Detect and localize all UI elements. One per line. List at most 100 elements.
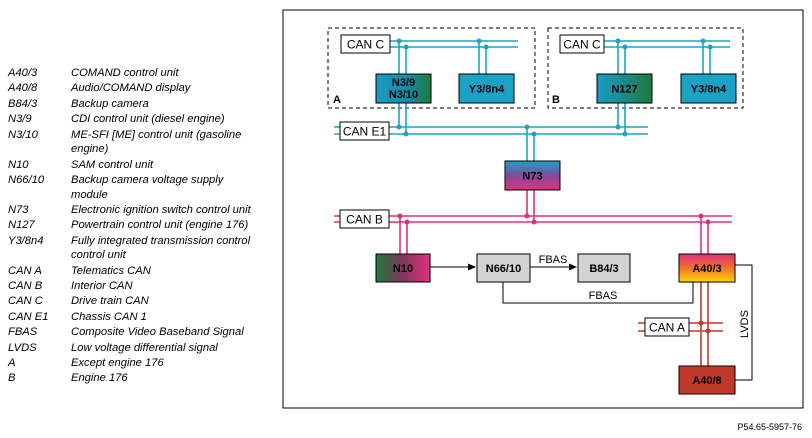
legend-description: Chassis CAN 1 bbox=[71, 310, 147, 323]
unit-a40-8: A40/8 bbox=[678, 365, 736, 395]
can-c-left-nodes bbox=[396, 38, 489, 50]
legend-code: CAN A bbox=[8, 264, 42, 277]
signal-lines bbox=[430, 264, 753, 381]
can-e1-nodes bbox=[396, 124, 628, 137]
unit-n127: N127 bbox=[596, 73, 653, 104]
svg-text:A40/8: A40/8 bbox=[692, 375, 721, 387]
legend-description: CDI control unit (diesel engine) bbox=[71, 113, 225, 126]
legend-row: N73 Electronic ignition switch control un… bbox=[8, 203, 258, 218]
legend-row: CAN E1 Chassis CAN 1 bbox=[8, 310, 258, 325]
svg-text:CAN E1: CAN E1 bbox=[343, 125, 387, 139]
svg-text:A40/3: A40/3 bbox=[692, 263, 721, 275]
svg-text:CAN C: CAN C bbox=[563, 38, 601, 52]
legend-description: Engine 176 bbox=[71, 372, 128, 385]
legend-code: CAN C bbox=[8, 295, 43, 308]
legend-description: Backup camera bbox=[71, 97, 149, 110]
legend-row: CAN C Drive train CAN bbox=[8, 294, 258, 309]
svg-text:N127: N127 bbox=[611, 84, 637, 96]
fbas-label-top: FBAS bbox=[539, 254, 568, 266]
legend-row: N10 SAM control unit bbox=[8, 158, 258, 173]
unit-n73: N73 bbox=[504, 160, 561, 191]
legend-code: CAN B bbox=[8, 280, 43, 293]
group-a-label: A bbox=[333, 94, 341, 106]
legend-row: B84/3 Backup camera bbox=[8, 97, 258, 112]
legend-row: Y3/8n4 Fully integrated transmission cont… bbox=[8, 234, 258, 263]
legend-code: A bbox=[8, 357, 16, 370]
svg-text:CAN A: CAN A bbox=[649, 321, 685, 335]
can-c-right-label: CAN C bbox=[559, 34, 605, 54]
can-c-left-bus bbox=[390, 40, 518, 74]
legend-description: Drive train CAN bbox=[71, 295, 149, 308]
unit-a40-3: A40/3 bbox=[678, 253, 736, 283]
can-b-label: CAN B bbox=[339, 209, 390, 229]
legend-row: A40/8 Audio/COMAND display bbox=[8, 81, 258, 96]
reference-number: P54.65-5957-76 bbox=[737, 422, 802, 432]
legend-code: N3/9 bbox=[8, 113, 32, 126]
legend-description: ME-SFI [ME] control unit (gasoline engin… bbox=[71, 128, 242, 156]
legend-description: Except engine 176 bbox=[71, 357, 164, 370]
legend-description: Low voltage differential signal bbox=[71, 341, 218, 354]
legend-description: Telematics CAN bbox=[71, 264, 151, 277]
diagram-frame bbox=[282, 9, 804, 409]
svg-text:N73: N73 bbox=[522, 171, 542, 183]
legend-code: N73 bbox=[8, 203, 29, 216]
arrow-to-n66-icon bbox=[468, 263, 476, 271]
unit-n66-10: N66/10 bbox=[476, 253, 531, 283]
legend-description: COMAND control unit bbox=[71, 67, 179, 79]
legend-code: B bbox=[8, 372, 16, 385]
svg-text:N3/10: N3/10 bbox=[389, 89, 418, 101]
svg-text:CAN B: CAN B bbox=[346, 213, 383, 227]
legend-code: A40/8 bbox=[8, 82, 38, 95]
legend-description: SAM control unit bbox=[71, 158, 154, 171]
svg-text:CAN C: CAN C bbox=[347, 38, 385, 52]
unit-y3-right: Y3/8n4 bbox=[680, 73, 737, 104]
legend-row: CAN A Telematics CAN bbox=[8, 264, 258, 279]
legend-description: Composite Video Baseband Signal bbox=[71, 326, 244, 339]
legend-code: N10 bbox=[8, 158, 29, 171]
legend-row: A40/3 COMAND control unit bbox=[8, 66, 258, 81]
group-b-label: B bbox=[552, 94, 560, 106]
legend-row: N3/9 CDI control unit (diesel engine) bbox=[8, 112, 258, 127]
unit-y3-left: Y3/8n4 bbox=[458, 73, 515, 104]
legend-code: A40/3 bbox=[8, 67, 38, 79]
group-b-box bbox=[547, 27, 744, 109]
legend-description: Electronic ignition switch control unit bbox=[71, 203, 251, 216]
can-a-label: CAN A bbox=[644, 317, 690, 337]
legend-row: B Engine 176 bbox=[8, 371, 258, 386]
legend-code: N127 bbox=[8, 219, 35, 232]
arrowheads bbox=[468, 263, 577, 271]
group-a-box bbox=[327, 27, 536, 109]
unit-n3: N3/9 N3/10 bbox=[375, 73, 432, 104]
fbas-label-bottom: FBAS bbox=[589, 290, 618, 302]
legend-description: Interior CAN bbox=[71, 280, 133, 293]
legend-code: Y3/8n4 bbox=[8, 234, 44, 247]
legend-row: N127 Powertrain control unit (engine 176) bbox=[8, 218, 258, 233]
legend-code: CAN E1 bbox=[8, 310, 49, 323]
unit-b84-3: B84/3 bbox=[577, 253, 631, 283]
unit-n10: N10 bbox=[375, 253, 431, 283]
legend-code: LVDS bbox=[8, 341, 37, 354]
legend-code: B84/3 bbox=[8, 97, 38, 110]
legend-description: Audio/COMAND display bbox=[71, 82, 191, 95]
svg-text:B84/3: B84/3 bbox=[589, 263, 618, 275]
legend-description: Powertrain control unit (engine 176) bbox=[71, 219, 249, 232]
can-c-right-nodes bbox=[615, 38, 713, 50]
legend-code: N3/10 bbox=[8, 128, 38, 141]
arrow-to-b84-icon bbox=[569, 263, 577, 271]
legend-row: N3/10 ME-SFI [ME] control unit (gasoline … bbox=[8, 128, 258, 157]
svg-text:Y3/8n4: Y3/8n4 bbox=[691, 84, 727, 96]
legend-description: Fully integrated transmission control co… bbox=[71, 234, 251, 262]
svg-text:N3/9: N3/9 bbox=[392, 77, 415, 89]
legend-description: Backup camera voltage supply module bbox=[71, 173, 224, 201]
legend-row: LVDS Low voltage differential signal bbox=[8, 341, 258, 356]
can-c-left-label: CAN C bbox=[340, 34, 391, 54]
svg-text:N10: N10 bbox=[393, 263, 413, 275]
can-b-nodes bbox=[397, 213, 711, 225]
legend-row: A Except engine 176 bbox=[8, 356, 258, 371]
lvds-label: LVDS bbox=[739, 310, 751, 338]
can-e1-label: CAN E1 bbox=[339, 121, 390, 141]
